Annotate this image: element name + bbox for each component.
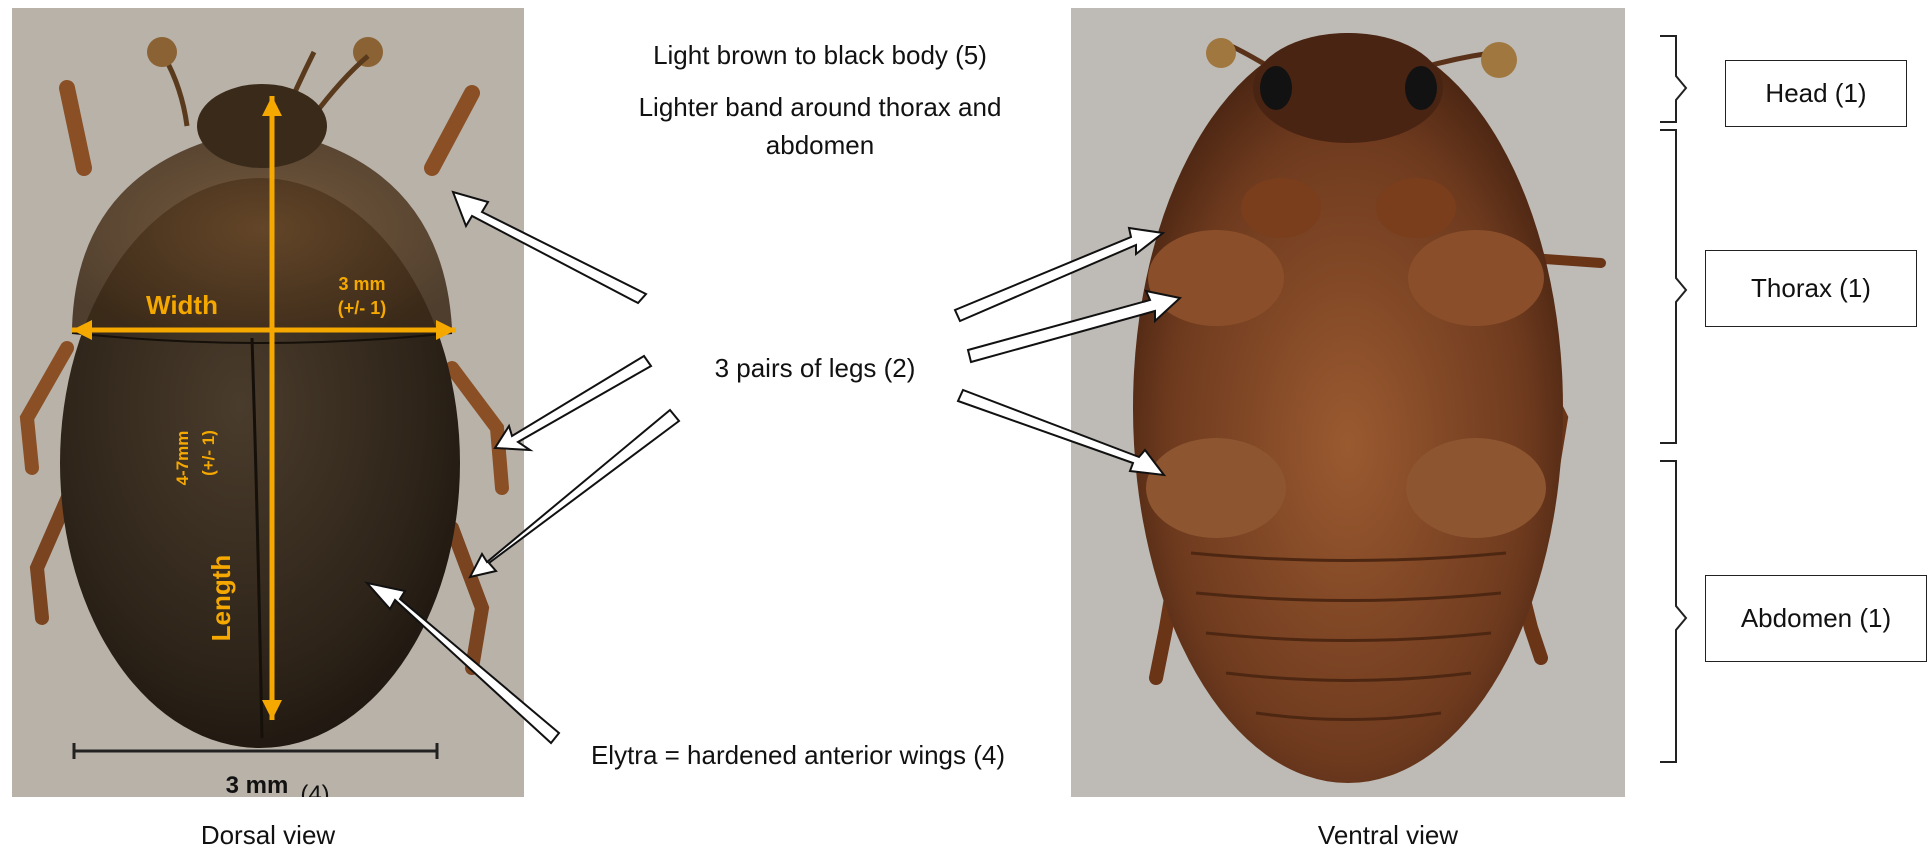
dorsal-beetle-photo: Width 3 mm (+/- 1) Length 4-7mm (+/- 1) … [12,8,524,797]
head-region-box: Head (1) [1725,60,1907,127]
abdomen-region-box: Abdomen (1) [1705,575,1927,662]
ventral-beetle-photo [1071,8,1625,797]
ventral-beetle-illustration [1071,8,1625,797]
width-value: 3 mm [338,274,385,294]
scale-label: 3 mm [226,772,289,797]
length-label: Length [206,555,236,642]
thorax-region-label: Thorax (1) [1751,273,1871,304]
elytra-label: Elytra = hardened anterior wings (4) [578,736,1018,774]
width-tolerance: (+/- 1) [338,298,387,318]
thorax-bracket [1660,130,1686,443]
head-region-label: Head (1) [1765,78,1866,109]
dorsal-view-caption: Dorsal view [168,820,368,851]
scale-ref: (4) [300,781,329,797]
length-value: 4-7mm [173,431,192,486]
width-label: Width [146,290,218,320]
length-tolerance: (+/- 1) [199,430,218,476]
abdomen-bracket [1660,461,1686,762]
head-bracket [1660,36,1686,122]
abdomen-region-label: Abdomen (1) [1741,603,1891,634]
ventral-view-caption: Ventral view [1288,820,1488,851]
dorsal-beetle-illustration: Width 3 mm (+/- 1) Length 4-7mm (+/- 1) … [12,8,524,797]
thorax-region-box: Thorax (1) [1705,250,1917,327]
legs-label: 3 pairs of legs (2) [660,349,970,387]
body-color-label: Light brown to black body (5) [590,36,1050,74]
thorax-band-label: Lighter band around thorax and abdomen [590,88,1050,164]
